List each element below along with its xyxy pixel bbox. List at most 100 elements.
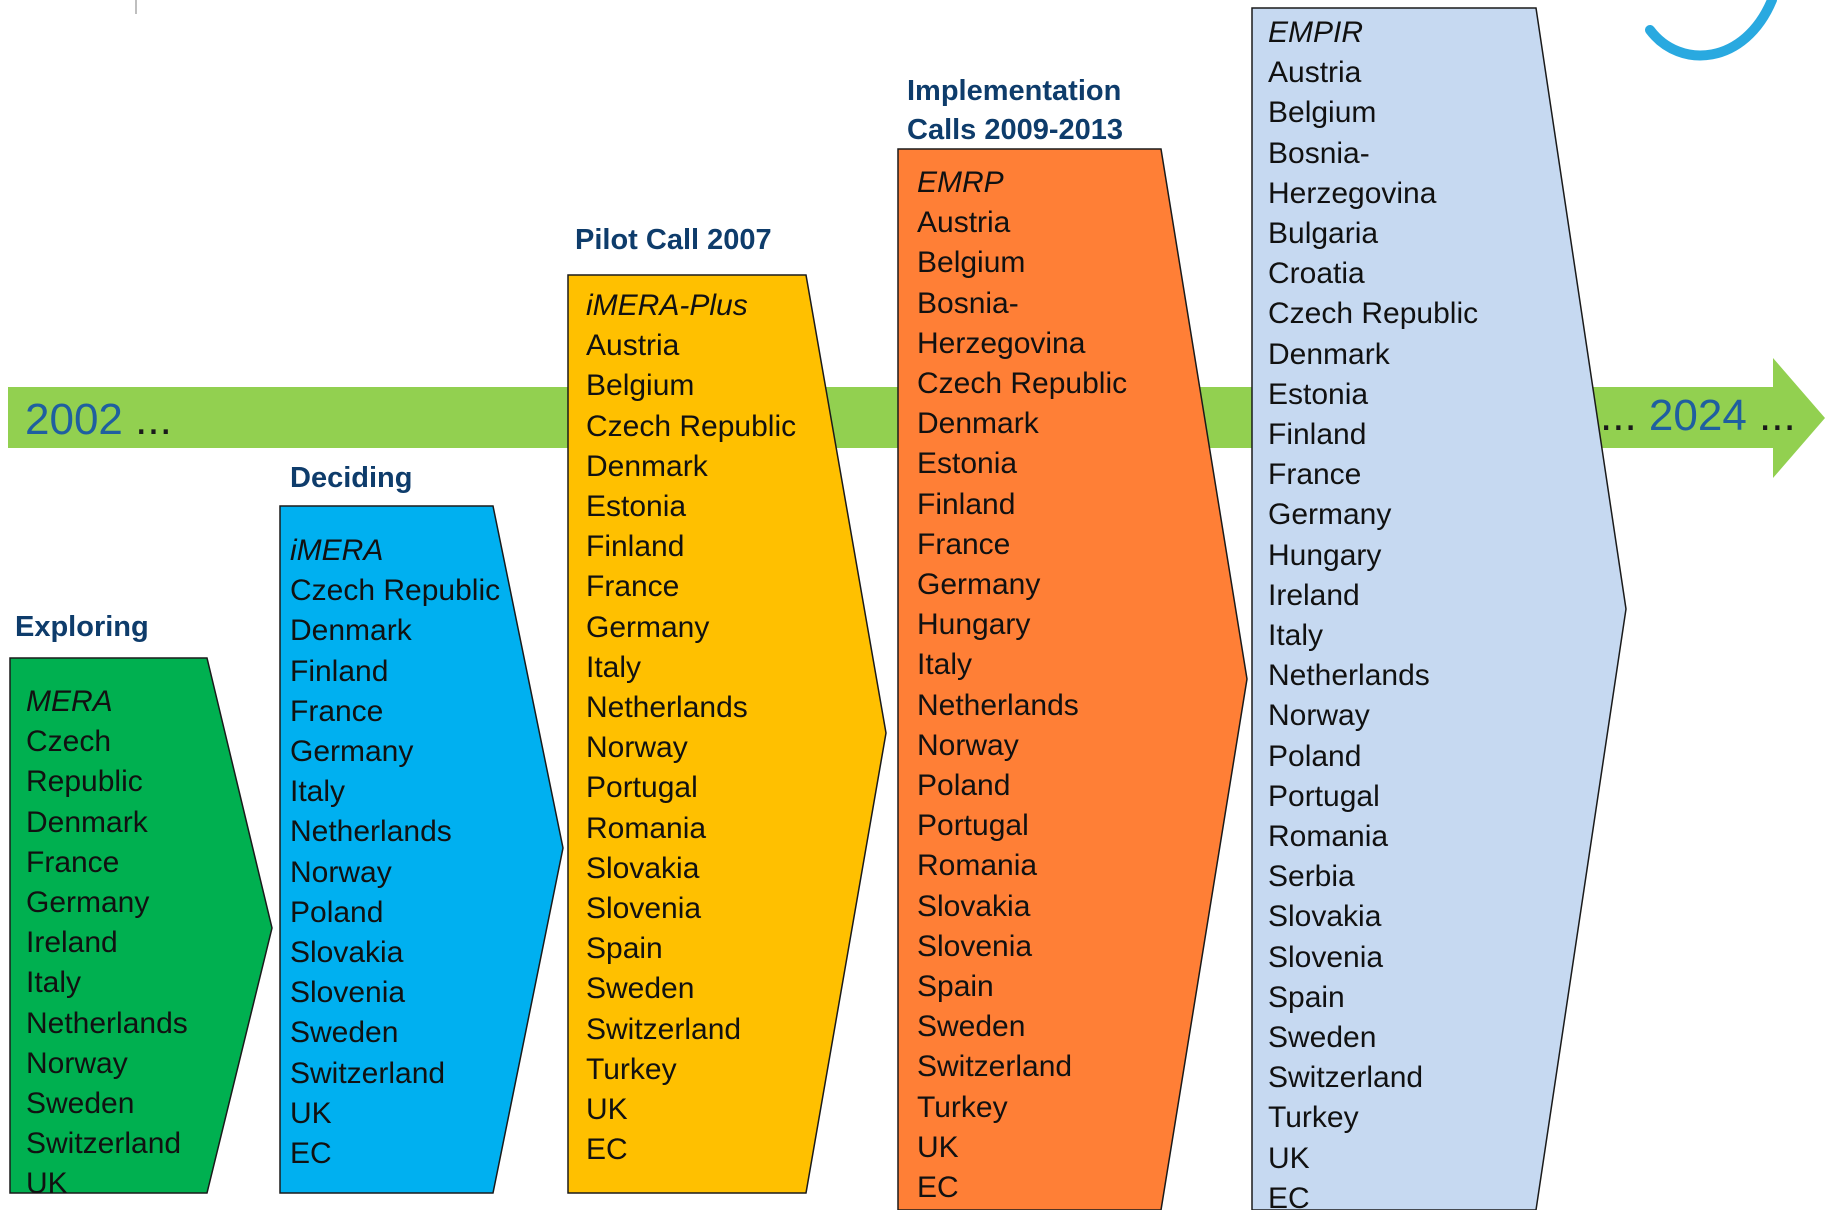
country-item: Finland — [917, 487, 1016, 521]
country-item: Slovakia — [290, 936, 404, 970]
country-item: Slovakia — [1268, 900, 1382, 934]
country-item: Bulgaria — [1268, 217, 1379, 251]
country-item: UK — [26, 1167, 68, 1201]
country-item: Spain — [1268, 980, 1345, 1014]
country-item: France — [586, 570, 680, 604]
stage-shape-implementation — [897, 148, 1248, 1210]
country-item: Spain — [586, 932, 663, 966]
country-item: Estonia — [1268, 377, 1369, 411]
country-item: Norway — [1268, 699, 1370, 733]
country-item: Romania — [917, 849, 1038, 883]
country-item: Belgium — [1268, 96, 1377, 130]
timeline-end-label: ... 2024 ... — [1600, 394, 1796, 438]
logo-arc-icon — [1645, 0, 1777, 61]
stage-heading-pilot-call: Pilot Call 2007 — [575, 224, 772, 256]
country-item: France — [26, 845, 120, 879]
country-item: Ireland — [1268, 578, 1360, 612]
country-item: Sweden — [26, 1087, 135, 1121]
country-item: EC — [586, 1133, 628, 1167]
country-item: Hungary — [917, 608, 1031, 642]
stage-shape-empir — [1251, 7, 1627, 1210]
country-item: Netherlands — [26, 1006, 188, 1040]
country-item: Czech Republic — [290, 574, 501, 608]
timeline-start-year: 2002 — [25, 395, 123, 444]
country-item: UK — [290, 1096, 332, 1130]
top-divider — [135, 0, 137, 14]
country-item: Czech Republic — [917, 367, 1128, 401]
country-item: Portugal — [917, 809, 1029, 843]
country-item: UK — [586, 1093, 628, 1127]
country-item: Belgium — [917, 246, 1026, 280]
country-item: Poland — [1268, 739, 1362, 773]
country-item: Germany — [586, 610, 710, 644]
country-item: Herzegovina — [1268, 176, 1437, 210]
country-item: Portugal — [1268, 779, 1380, 813]
country-item: Sweden — [1268, 1021, 1377, 1055]
country-item: Slovakia — [586, 851, 700, 885]
country-item: Turkey — [917, 1090, 1008, 1124]
country-item: Italy — [290, 775, 346, 809]
country-item: EC — [290, 1137, 332, 1171]
country-item: Hungary — [1268, 538, 1382, 572]
country-item: Republic — [26, 765, 143, 799]
country-item: Finland — [1268, 418, 1367, 452]
timeline-start-label: 2002 ... — [25, 398, 172, 442]
country-item: Czech — [26, 725, 112, 759]
country-item: Italy — [586, 650, 642, 684]
country-item: Serbia — [1268, 860, 1355, 894]
stage-heading-implementation-line-2: Calls 2009-2013 — [907, 114, 1124, 146]
timeline-start-ellipsis: ... — [122, 395, 172, 444]
programme-name: EMRP — [917, 166, 1004, 199]
stage-heading-deciding: Deciding — [290, 462, 413, 494]
country-item: Sweden — [917, 1010, 1026, 1044]
country-item: France — [290, 694, 384, 728]
country-item: Switzerland — [586, 1012, 742, 1046]
country-item: Bosnia- — [1268, 136, 1370, 170]
country-item: Switzerland — [1268, 1061, 1424, 1095]
country-item: Turkey — [586, 1052, 677, 1086]
country-item: Germany — [917, 568, 1041, 602]
country-item: Croatia — [1268, 257, 1365, 291]
country-item: Germany — [290, 735, 414, 769]
country-item: Herzegovina — [917, 326, 1086, 360]
country-item: Poland — [290, 895, 384, 929]
timeline-end-year: 2024 — [1648, 391, 1747, 440]
country-item: EC — [1268, 1181, 1310, 1215]
country-item: Finland — [290, 654, 389, 688]
country-item: Norway — [917, 728, 1019, 762]
programme-name: iMERA — [290, 534, 384, 567]
country-item: Italy — [1268, 619, 1324, 653]
country-item: UK — [917, 1130, 959, 1164]
country-item: Netherlands — [290, 815, 452, 849]
stage-heading-implementation: Implementation Calls 2009-2013 — [907, 72, 1123, 150]
country-item: Denmark — [290, 614, 412, 648]
country-item: Turkey — [1268, 1101, 1359, 1135]
country-item: Denmark — [1268, 337, 1390, 371]
country-item: Netherlands — [917, 688, 1079, 722]
timeline-end-ellipsis-right: ... — [1746, 391, 1796, 440]
country-item: Finland — [586, 530, 685, 564]
country-item: Czech Republic — [586, 409, 797, 443]
stage-heading-exploring: Exploring — [15, 611, 149, 643]
country-item: Netherlands — [1268, 659, 1430, 693]
country-item: Norway — [26, 1046, 128, 1080]
country-item: Sweden — [586, 972, 695, 1006]
country-item: Slovakia — [917, 889, 1031, 923]
country-item: Switzerland — [290, 1056, 446, 1090]
country-item: Austria — [586, 329, 680, 363]
country-item: Czech Republic — [1268, 297, 1479, 331]
programme-name: EMPIR — [1268, 16, 1364, 49]
country-item: Denmark — [586, 449, 708, 483]
country-item: Netherlands — [586, 691, 748, 725]
country-item: Bosnia- — [917, 286, 1019, 320]
programme-name: MERA — [26, 685, 113, 718]
country-item: Denmark — [917, 407, 1039, 441]
country-item: Italy — [917, 648, 973, 682]
country-item: Ireland — [26, 926, 118, 960]
stage-shape-deciding — [279, 505, 564, 1194]
country-item: Romania — [1268, 820, 1389, 854]
